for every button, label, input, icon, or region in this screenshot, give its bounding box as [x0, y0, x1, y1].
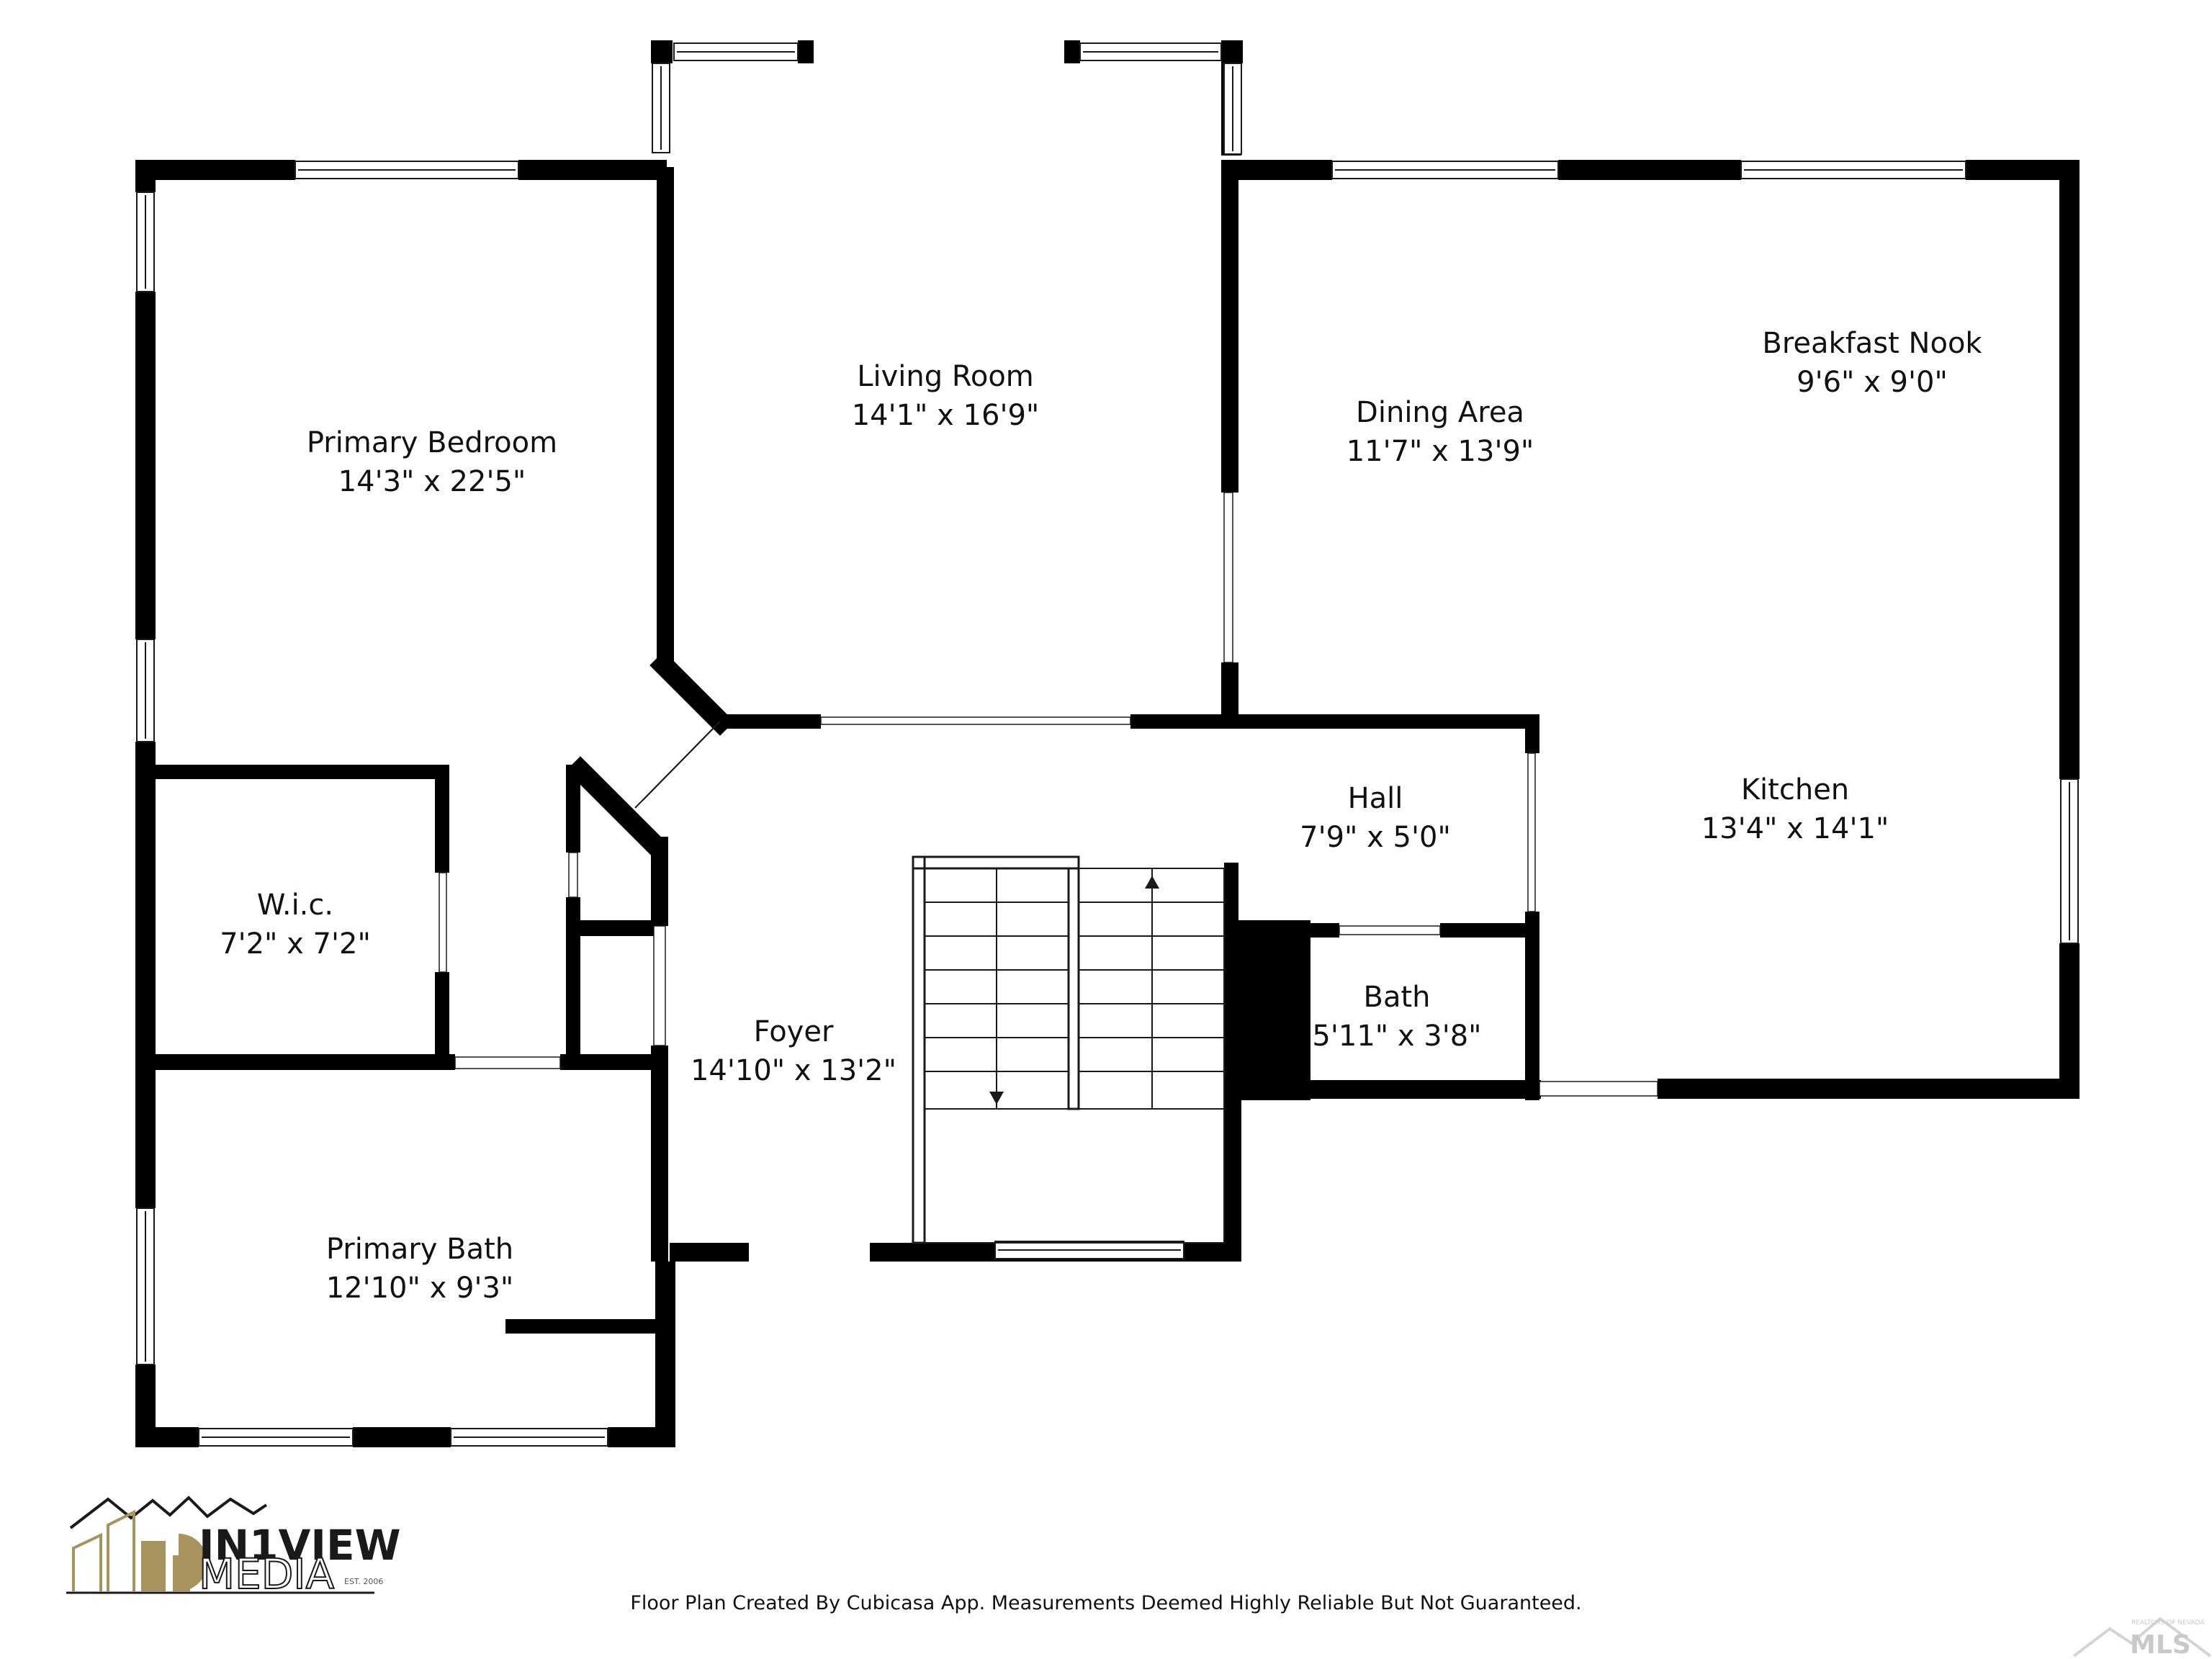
- wall-segment: [1525, 714, 1539, 753]
- wall-segment: [135, 160, 156, 192]
- wall-segment: [1558, 160, 1741, 180]
- room-name-kitchen: Kitchen: [1741, 773, 1849, 806]
- bath-door: [454, 1056, 561, 1069]
- wall-segment: [651, 1046, 668, 1262]
- wall-segment: [135, 765, 448, 779]
- bath-door: [1339, 925, 1441, 935]
- wall-segment: [1130, 714, 1538, 729]
- closet-door: [653, 925, 666, 1046]
- dining-opening: [1223, 492, 1233, 663]
- wall-segment: [1525, 912, 1539, 1100]
- wall-segment: [505, 1319, 664, 1334]
- wall-segment: [655, 1262, 675, 1447]
- room-size-primary-bath: 12'10" x 9'3": [326, 1272, 514, 1305]
- kitchen-opening: [1539, 1081, 1658, 1097]
- wall-segment: [2059, 943, 2080, 1099]
- wall-segment: [353, 1427, 451, 1447]
- wall-segment: [651, 40, 673, 63]
- mls-watermark: MLS REALTORS OF NEVADA: [2072, 1617, 2212, 1659]
- wall-segment: [135, 742, 156, 1208]
- wall-segment: [798, 40, 814, 63]
- room-size-breakfast-nook: 9'6" x 9'0": [1797, 366, 1948, 399]
- wall-segment: [1224, 1080, 1541, 1099]
- room-size-primary-bedroom: 14'3" x 22'5": [338, 465, 526, 498]
- room-name-dining-area: Dining Area: [1356, 396, 1524, 429]
- wall-segment: [2059, 160, 2080, 779]
- wic-door: [439, 872, 447, 973]
- wall-segment: [560, 1054, 668, 1070]
- stair-outline: [912, 855, 926, 1244]
- wall-segment: [1224, 863, 1238, 920]
- room-size-hall: 7'9" x 5'0": [1300, 821, 1451, 854]
- wall-segment: [1064, 40, 1080, 63]
- room-name-hall: Hall: [1348, 782, 1403, 815]
- hall-opening: [1527, 752, 1536, 912]
- disclaimer-note: Floor Plan Created By Cubicasa App. Meas…: [630, 1592, 1581, 1614]
- logo-line1: IN1VIEW: [199, 1521, 401, 1570]
- room-size-kitchen: 13'4" x 14'1": [1701, 812, 1889, 845]
- staircase: [912, 855, 1225, 1244]
- up-arrow-icon: [1145, 876, 1159, 889]
- room-name-breakfast-nook: Breakfast Nook: [1762, 327, 1982, 360]
- room-name-foyer: Foyer: [754, 1015, 834, 1048]
- wall-segment: [657, 167, 674, 671]
- wall-segment: [1238, 923, 1339, 938]
- room-size-foyer: 14'10" x 13'2": [691, 1054, 896, 1087]
- logo-line2: MEDIA: [199, 1550, 334, 1599]
- wall-segment: [435, 972, 449, 1054]
- logo-est: EST. 2006: [344, 1577, 383, 1586]
- room-size-wic: 7'2" x 7'2": [220, 927, 371, 961]
- windows: [136, 42, 2079, 1447]
- mls-watermark-text: MLS: [2130, 1630, 2191, 1659]
- wall-segment: [135, 1427, 199, 1447]
- stair-outline: [912, 855, 1080, 870]
- room-size-dining-area: 11'7" x 13'9": [1346, 435, 1534, 468]
- stair-outline: [1067, 867, 1080, 1110]
- wall-segment: [135, 1054, 455, 1070]
- wall-segment: [1658, 1079, 2080, 1099]
- room-name-primary-bedroom: Primary Bedroom: [307, 426, 557, 459]
- room-size-bath: 5'11" x 3'8": [1312, 1020, 1481, 1053]
- room-name-primary-bath: Primary Bath: [326, 1233, 513, 1266]
- room-name-living-room: Living Room: [857, 360, 1034, 393]
- wall-segment: [135, 160, 295, 180]
- stair-landing: [924, 1108, 1225, 1244]
- mls-watermark-subtext: REALTORS OF NEVADA: [2131, 1619, 2205, 1627]
- wall-segment: [580, 920, 662, 936]
- closet-door: [568, 852, 578, 898]
- in1view-media-logo: IN1VIEW MEDIA EST. 2006: [66, 1496, 401, 1599]
- wall-segment: [720, 714, 821, 729]
- room-name-wic: W.i.c.: [257, 889, 333, 922]
- diagonal-wall: [566, 756, 665, 855]
- door-opening: [634, 728, 714, 809]
- wall-segment: [670, 1243, 749, 1262]
- wall-segment: [1224, 920, 1310, 1100]
- wall-segment: [518, 160, 667, 180]
- wall-segment: [135, 292, 156, 639]
- wall-segment: [1221, 160, 1238, 493]
- walls: [135, 40, 2080, 1447]
- diagonal-wall: [649, 651, 734, 736]
- wall-segment: [435, 765, 449, 873]
- wall-segment: [566, 897, 580, 1054]
- wall-segment: [1238, 160, 1332, 180]
- room-name-bath: Bath: [1364, 981, 1431, 1014]
- down-arrow-icon: [989, 1092, 1004, 1105]
- living-opening: [820, 716, 1131, 725]
- room-size-living-room: 14'1" x 16'9": [852, 399, 1040, 432]
- wall-segment: [566, 765, 580, 853]
- wall-segment: [1440, 923, 1534, 938]
- wall-segment: [1224, 1099, 1241, 1262]
- logo-mountains-icon: [66, 1496, 374, 1594]
